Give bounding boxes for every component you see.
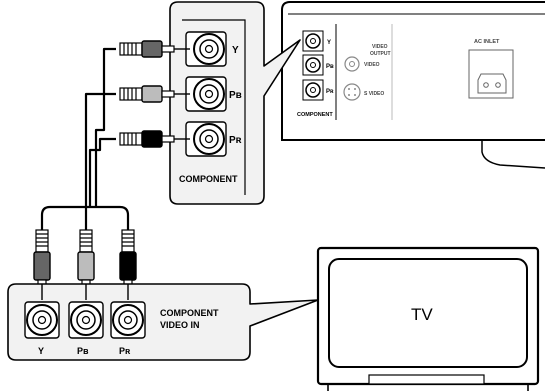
panel-svideo-pin-2 [354, 88, 356, 90]
panel-svideo-jack [343, 83, 361, 101]
tvplug-y-body [33, 251, 51, 281]
callout-jack-pb-label: Pʙ [229, 90, 242, 101]
panel-video-jack-pin [349, 61, 355, 67]
panel-video-label: VIDEO [364, 62, 380, 68]
plug-pb-body [141, 85, 163, 103]
ac-inlet-label: AC INLET [474, 39, 500, 45]
panel-svideo-pin-4 [354, 94, 356, 96]
panel-video-output: VIDEO OUTPUT VIDEO S VIDEO [343, 24, 393, 120]
tvplug-y-grip-lines [36, 233, 48, 247]
panel-component-jacks: Y Pʙ Pʀ COMPONENT [297, 24, 337, 120]
tv-callout-label-line1: COMPONENT [160, 308, 219, 318]
callout-jack-pr-pin [204, 134, 214, 144]
panel-jack-pr-label: Pʀ [326, 89, 334, 95]
plug-pr-tip [161, 135, 175, 143]
player-callout: Y Pʙ Pʀ COMPONENT [169, 1, 301, 205]
panel-svideo-pin-1 [348, 88, 350, 90]
tv-callout: Y Pʙ Pʀ COMPONENT VIDEO IN [7, 283, 319, 361]
tv-bottom-panel [368, 374, 485, 385]
cable-y [94, 47, 116, 207]
tv-label: TV [411, 305, 433, 324]
tv-jack-pr-label: Pʀ [119, 346, 131, 356]
plug-pr-strain-relief [119, 132, 143, 146]
tvplug-pb-grip-lines [80, 233, 92, 247]
ac-inlet-pin-right [495, 82, 501, 88]
video-output-line1: VIDEO [372, 44, 388, 50]
component-cables [40, 47, 130, 232]
plug-pb-strain-relief [119, 87, 143, 101]
panel-jack-pr-pin [310, 87, 316, 93]
panel-jack-y-pin [310, 38, 316, 44]
tv-jack-pb-label: Pʙ [77, 346, 89, 356]
lower-plugs [33, 229, 137, 300]
plug-pb-tip [161, 90, 175, 98]
plug-y-tip [161, 45, 175, 53]
tvplug-pr-strain-relief [121, 229, 135, 253]
tv-jack-y-label: Y [38, 346, 44, 356]
tvplug-pr-body [119, 251, 137, 281]
plug-pr-grip-lines [123, 133, 137, 145]
tv-jack-pr-pin [123, 315, 133, 325]
tvplug-pb-strain-relief [79, 229, 93, 253]
plug-pb-grip-lines [123, 88, 137, 100]
player-body-outline [281, 1, 545, 141]
player-rear-panel: Y Pʙ Pʀ COMPONENT VIDEO OUTPUT VIDEO S V… [281, 1, 545, 169]
panel-svideo-pin-3 [348, 94, 350, 96]
panel-svideo-label: S VIDEO [364, 91, 384, 97]
tv-jack-pb-pin [81, 315, 91, 325]
plug-pr-body [141, 130, 163, 148]
panel-component-label: COMPONENT [297, 112, 333, 118]
panel-jack-y-label: Y [327, 40, 331, 46]
panel-ac-inlet: AC INLET [468, 39, 514, 99]
tvplug-pr-grip-lines [122, 233, 134, 247]
tvplug-y-strain-relief [35, 229, 49, 253]
tv-screen [328, 258, 528, 368]
tv-jack-y-pin [37, 315, 47, 325]
callout-jack-pb-pin [204, 89, 214, 99]
tvplug-pb-body [77, 251, 95, 281]
tv-callout-label-line2: VIDEO IN [160, 320, 200, 330]
plug-y-grip-lines [123, 43, 137, 55]
video-output-line2: OUTPUT [370, 51, 391, 57]
plug-y-body [141, 40, 163, 58]
tv-set: TV [316, 246, 540, 391]
panel-jack-pb-label: Pʙ [326, 64, 334, 70]
callout-component-label: COMPONENT [179, 174, 238, 184]
panel-jack-pb-pin [310, 62, 316, 68]
callout-jack-y-label: Y [232, 45, 239, 56]
ac-inlet-pin-left [483, 82, 489, 88]
player-foot [481, 140, 545, 169]
ac-inlet-socket [477, 73, 507, 94]
plug-y-strain-relief [119, 42, 143, 56]
callout-jack-pr-label: Pʀ [229, 135, 242, 146]
cable-pr [88, 137, 116, 207]
callout-jack-y-pin [204, 44, 214, 54]
cable-pb [84, 92, 116, 207]
player-callout-frame [182, 19, 246, 195]
upper-plugs [119, 40, 190, 148]
